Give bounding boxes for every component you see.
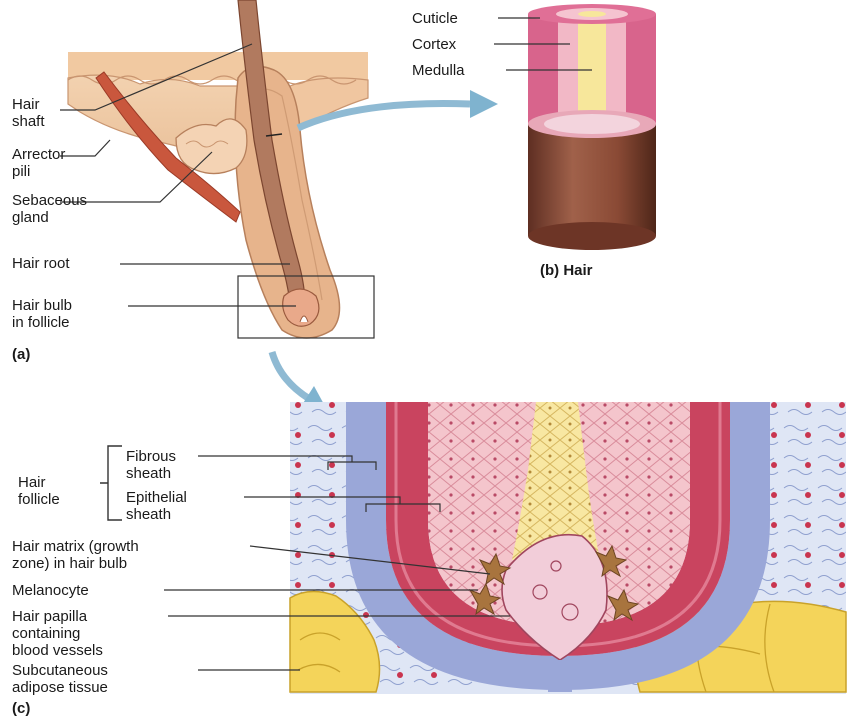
label-melanocyte: Melanocyte — [12, 582, 89, 599]
label-hair-papilla: Hair papilla containing blood vessels — [12, 608, 103, 659]
label-arrector-pili: Arrector pili — [12, 146, 65, 180]
papilla-stalk — [548, 660, 572, 692]
dermis-right — [290, 78, 368, 130]
panel-c-illustration — [100, 402, 846, 694]
label-cortex: Cortex — [412, 36, 456, 53]
panel-a-illustration — [68, 0, 374, 338]
label-fibrous-sheath: Fibrous sheath — [126, 448, 176, 482]
label-hair-bulb: Hair bulb in follicle — [12, 297, 72, 331]
label-hair-shaft: Hair shaft — [12, 96, 45, 130]
arrow-a-to-b-head — [470, 90, 498, 118]
panel-a-letter: (a) — [12, 346, 30, 363]
arrow-a-to-c — [272, 352, 308, 398]
follicle-brace — [100, 446, 122, 520]
label-medulla: Medulla — [412, 62, 465, 79]
label-sebaceous-gland: Sebaceous gland — [12, 192, 87, 226]
label-adipose: Subcutaneous adipose tissue — [12, 662, 108, 696]
label-hair-root: Hair root — [12, 255, 70, 272]
panel-c-letter: (c) — [12, 700, 30, 717]
panel-b-illustration — [528, 4, 656, 250]
panel-b-caption: (b) Hair — [540, 262, 593, 279]
label-hair-matrix: Hair matrix (growth zone) in hair bulb — [12, 538, 139, 572]
label-hair-follicle: Hair follicle — [18, 474, 60, 508]
shaft-brown-body — [528, 124, 656, 236]
label-epithelial-sheath: Epithelial sheath — [126, 489, 187, 523]
label-cuticle: Cuticle — [412, 10, 458, 27]
